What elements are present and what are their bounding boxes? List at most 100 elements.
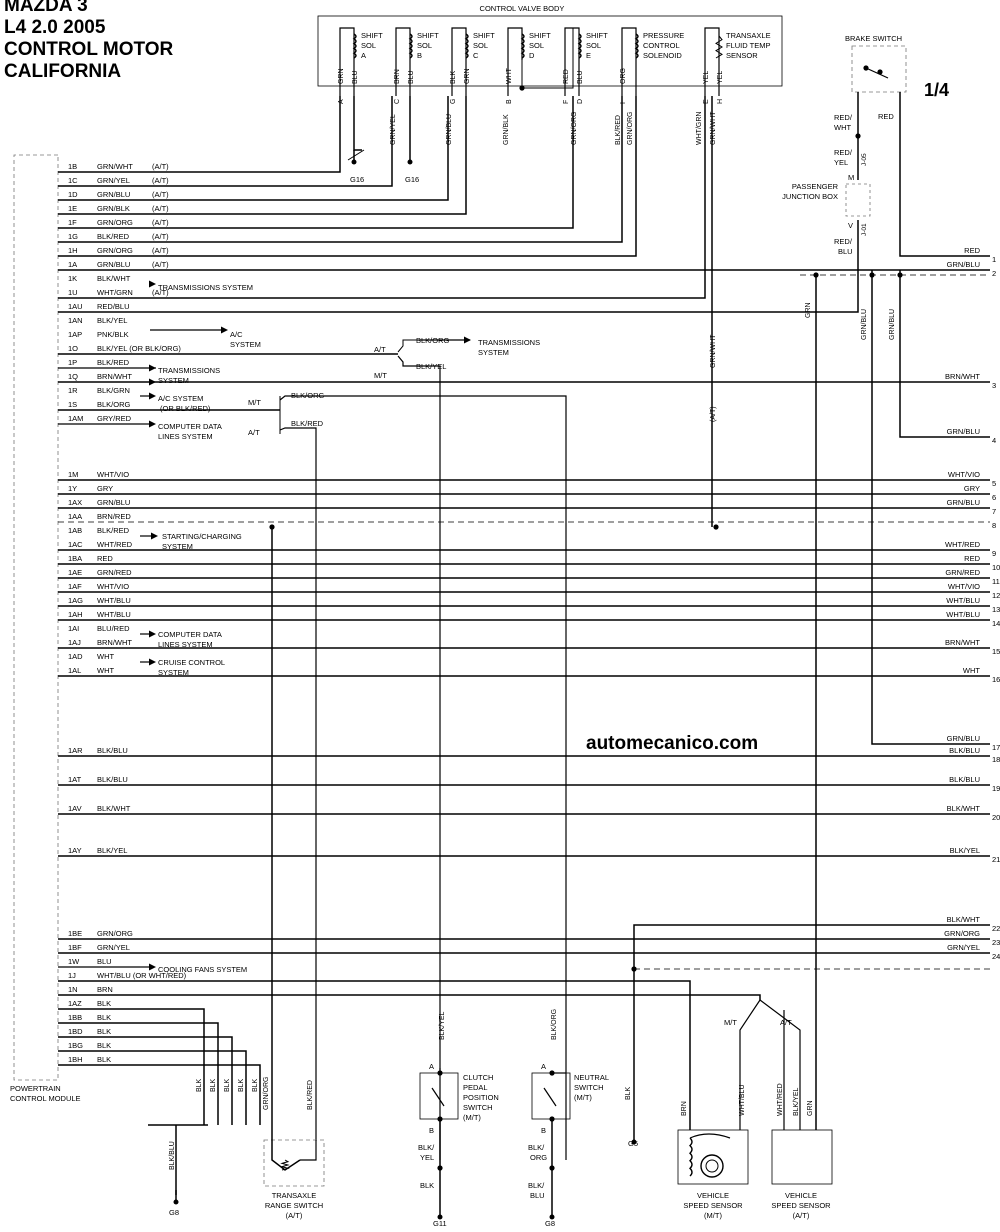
pcm-wire-label: GRN/WHT (97, 162, 133, 171)
vertical-wire-label: GRN/ORG (263, 1077, 270, 1110)
system-label: A/C (230, 330, 243, 339)
pcm-wire-label: GRN/ORG (97, 929, 133, 938)
output-number: 21 (992, 855, 1000, 864)
wire-1n (58, 994, 761, 1000)
harness-wire-label: BLK/RED (615, 115, 622, 145)
switch-contact-icon (877, 69, 883, 75)
branch-label: A/T (780, 1018, 792, 1027)
component-label: TRANSAXLE (272, 1191, 317, 1200)
coil-icon (688, 1137, 693, 1177)
component-label: PRESSURE (643, 31, 684, 40)
pcm-pin-1ac: 1AC (68, 540, 83, 549)
pcm-pin-1ap: 1AP (68, 330, 82, 339)
wire-blk-ground (58, 1008, 205, 1125)
wire-1c (58, 96, 393, 187)
arrow-head-icon (149, 963, 156, 971)
clutch-switch-box (419, 1072, 459, 1120)
vss-mt-box (677, 1129, 749, 1185)
wire-label: BLK/ (528, 1181, 545, 1190)
vertical-wire-label: BLK/BLU (169, 1141, 176, 1170)
wire-blk-ground (58, 1064, 261, 1125)
system-label: LINES SYSTEM (158, 640, 213, 649)
pcm-wire-label: WHT (97, 652, 114, 661)
pcm-pin-1an: 1AN (68, 316, 83, 325)
pcm-pin-1av: 1AV (68, 804, 82, 813)
output-number: 4 (992, 436, 996, 445)
output-number: 18 (992, 755, 1000, 764)
pcm-pin-1s: 1S (68, 400, 77, 409)
pin-label: G (450, 99, 457, 104)
output-wire-label: GRN/BLU (947, 260, 980, 269)
pcm-pin-1o: 1O (68, 344, 78, 353)
solenoid-loop (621, 27, 637, 96)
title-line-2: L4 2.0 2005 (4, 17, 106, 38)
output-wire-label: WHT/VIO (948, 582, 980, 591)
output-wire-label: BLK/BLU (949, 746, 980, 755)
neutral-switch-box (531, 1072, 571, 1120)
output-number: 16 (992, 675, 1000, 684)
solenoid-loop (451, 27, 467, 96)
ground-label: G5 (628, 1139, 638, 1148)
output-number: 13 (992, 605, 1000, 614)
component-label: (A/T) (286, 1211, 303, 1220)
pcm-wire-note: (A/T) (152, 162, 169, 171)
component-label: SPEED SENSOR (771, 1201, 831, 1210)
component-label: SOL (473, 41, 488, 50)
pin-label: B (506, 99, 513, 104)
pcm-pin-1bf: 1BF (68, 943, 82, 952)
vertical-wire-label: BLK/YEL (439, 1011, 446, 1040)
pcm-pin-1ax: 1AX (68, 498, 82, 507)
pcm-wire-label: BRN (97, 985, 113, 994)
component-label: VEHICLE (785, 1191, 817, 1200)
transaxle-range-switch-box (263, 1139, 325, 1187)
pcm-wire-label: BLK (97, 999, 111, 1008)
pin-label: A (541, 1062, 546, 1071)
output-number: 23 (992, 938, 1000, 947)
vertical-wire-label: BRN (681, 1101, 688, 1116)
wire-blk-red-at (279, 427, 317, 1140)
wire-at-vss (759, 999, 801, 1130)
pin-label: C (394, 99, 401, 104)
wire-label: RED/ (834, 148, 853, 157)
control-valve-body-title: CONTROL VALVE BODY (480, 4, 565, 13)
component-label: SHIFT (586, 31, 608, 40)
output-number: 22 (992, 924, 1000, 933)
wire-blk-org-mt (279, 395, 567, 1160)
wire-color-label: YEL (717, 71, 724, 84)
vertical-wire-label: GRN (807, 1100, 814, 1116)
pcm-pin-1f: 1F (68, 218, 77, 227)
ground-label-g16: G16 (350, 175, 364, 184)
sensor-loop (704, 27, 720, 96)
pcm-wire-label: GRN/BLU (97, 190, 130, 199)
wire-color-label: BLU (352, 70, 359, 84)
coil-icon (408, 33, 413, 59)
component-label: SPEED SENSOR (683, 1201, 743, 1210)
harness-wire-label: GRN/ORG (627, 112, 634, 145)
system-label: SYSTEM (230, 340, 261, 349)
wire-label: RED/ (834, 113, 853, 122)
pcm-wire-label: BRN/RED (97, 512, 131, 521)
pin-label: I (620, 102, 627, 104)
pin-label: B (429, 1126, 434, 1135)
pcm-wire-label: BLK/WHT (97, 804, 131, 813)
component-label: SOLENOID (643, 51, 682, 60)
output-wire-label: GRN/BLU (947, 427, 980, 436)
junction-box-label: JUNCTION BOX (782, 192, 838, 201)
pcm-wire-note: (A/T) (152, 218, 169, 227)
pcm-wire-label: BLK (97, 1055, 111, 1064)
output-wire-label: WHT (963, 666, 980, 675)
resistor-icon (715, 35, 723, 59)
vertical-wire-label: GRN/BLU (861, 309, 868, 340)
output-wire-label: WHT/BLU (946, 596, 980, 605)
ground-label: G8 (545, 1219, 555, 1228)
component-label: SOL (417, 41, 432, 50)
component-label: CLUTCH (463, 1073, 493, 1082)
junction-box (845, 183, 871, 217)
wire-1au (58, 220, 859, 313)
arrow-head-icon (149, 280, 156, 288)
wire-1f (58, 96, 574, 229)
switch-icon (431, 1087, 445, 1107)
solenoid-loop (395, 27, 411, 96)
component-label: D (529, 51, 535, 60)
arrow-head-icon (149, 630, 156, 638)
